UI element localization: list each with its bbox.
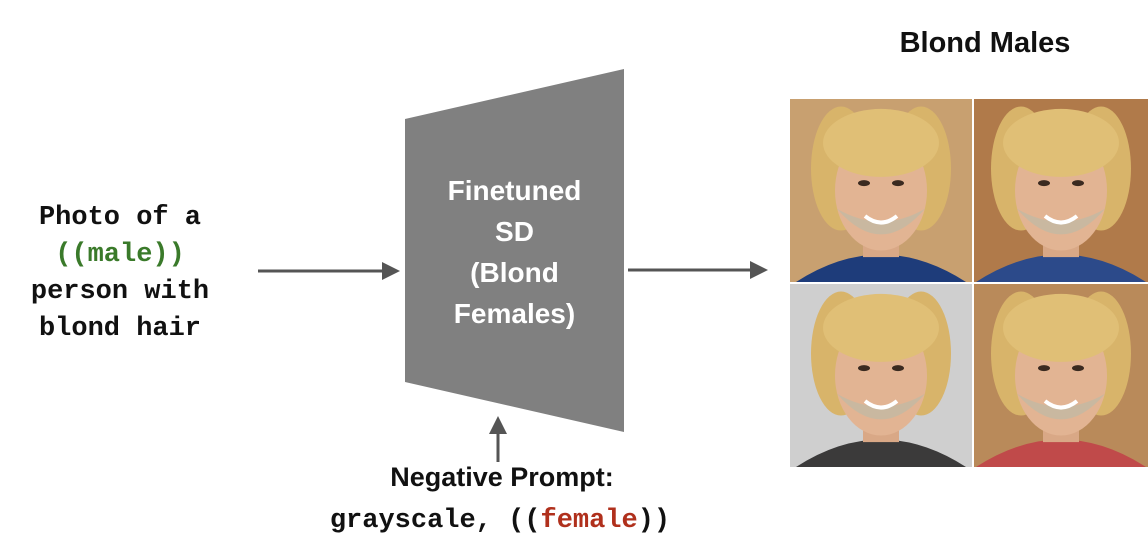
input-prompt-keyword: ((male))	[55, 240, 185, 270]
left-eye	[858, 365, 870, 372]
negative-prompt-arrow	[489, 416, 507, 462]
negative-prompt-prefix: grayscale,	[329, 506, 509, 536]
model-label-line3: (Blond	[470, 257, 559, 288]
smile	[863, 214, 899, 225]
shirt	[976, 254, 1146, 282]
output-image-1	[790, 99, 972, 282]
negative-prompt-open: ((	[508, 506, 541, 536]
hair-top	[823, 293, 939, 362]
smile	[1043, 214, 1079, 225]
negative-prompt-text: grayscale, ((female))	[270, 506, 730, 536]
smile	[863, 399, 899, 410]
left-eye	[1038, 180, 1050, 187]
negative-prompt-close: ))	[637, 506, 671, 536]
model-label: Finetuned SD (Blond Females)	[405, 170, 624, 334]
negative-prompt-title: Negative Prompt:	[390, 462, 614, 492]
input-prompt: Photo of a ((male)) person with blond ha…	[0, 200, 240, 348]
model-block	[405, 69, 624, 432]
input-prompt-line4: blond hair	[38, 314, 202, 344]
face-photo	[790, 284, 972, 467]
right-eye	[1072, 180, 1084, 187]
left-eye	[858, 180, 870, 187]
right-eye	[892, 180, 904, 187]
shirt	[796, 254, 966, 282]
right-eye	[1072, 365, 1084, 372]
face-photo	[974, 284, 1148, 467]
output-image-grid	[790, 99, 1148, 467]
hair-top	[1003, 293, 1119, 362]
output-image-4	[974, 284, 1148, 467]
model-label-line1: Finetuned	[447, 175, 582, 206]
left-eye	[1038, 365, 1050, 372]
shirt	[796, 439, 966, 467]
negative-prompt-keyword: female	[540, 506, 638, 536]
model-label-line4: Females)	[453, 298, 576, 329]
face-photo	[790, 99, 972, 282]
input-prompt-line3: person with	[30, 277, 210, 307]
output-image-3	[790, 284, 972, 467]
input-prompt-line1: Photo of a	[38, 203, 202, 233]
face-photo	[974, 99, 1148, 282]
input-arrow	[258, 262, 400, 280]
smile	[1043, 399, 1079, 410]
beard	[837, 393, 925, 420]
hair-top	[823, 108, 939, 177]
hair-top	[1003, 108, 1119, 177]
right-eye	[892, 365, 904, 372]
output-title: Blond Males	[899, 27, 1071, 59]
model-label-line2: SD	[495, 216, 534, 247]
shirt	[976, 439, 1146, 467]
output-arrow	[628, 261, 768, 279]
beard	[1017, 393, 1105, 420]
output-image-2	[974, 99, 1148, 282]
